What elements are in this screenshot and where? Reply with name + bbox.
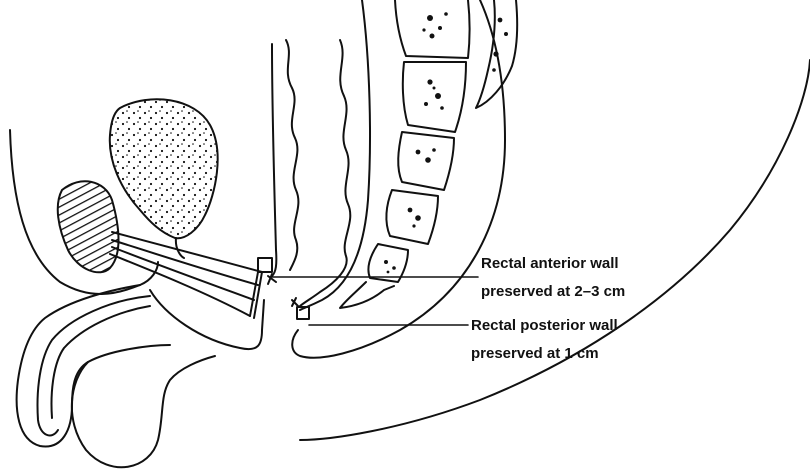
rectum-anterior-wall xyxy=(271,43,278,277)
vertebra-1 xyxy=(394,0,471,59)
urethral-tube-bottom xyxy=(109,253,251,317)
anterior-stump-wall xyxy=(249,271,263,319)
coccyx-tip xyxy=(339,281,395,309)
label-posterior-line2: preserved at 1 cm xyxy=(471,345,599,362)
urethra-penile xyxy=(36,295,151,437)
urethral-tube-top xyxy=(111,231,263,273)
vertebra-3 xyxy=(397,131,455,191)
natal-contour xyxy=(299,59,810,441)
vertebra-5 xyxy=(367,243,409,283)
perineum-contour xyxy=(149,289,265,350)
bladder xyxy=(108,98,219,240)
label-anterior-line2: preserved at 2–3 cm xyxy=(481,283,626,300)
body-contour-front xyxy=(9,129,159,295)
rectum-lumen-back xyxy=(299,39,352,307)
buttock-contour xyxy=(291,0,506,359)
scrotum-outline xyxy=(70,355,216,469)
bladder-neck xyxy=(174,237,185,259)
label-anterior-line1: Rectal anterior wall xyxy=(481,255,619,272)
urethra-penile-inner xyxy=(50,305,151,419)
vertebra-2 xyxy=(401,61,467,133)
vertebra-4 xyxy=(385,189,439,245)
urethral-tube-mid2 xyxy=(111,246,255,301)
rectum-lumen-front xyxy=(285,39,300,271)
label-posterior-line1: Rectal posterior wall xyxy=(471,317,618,334)
anterior-stump-marker xyxy=(257,257,273,273)
posterior-stump-marker xyxy=(296,306,310,320)
rectum-posterior-wall xyxy=(299,0,371,311)
pubic-bone xyxy=(56,180,120,274)
sacrum-posterior-element xyxy=(475,0,519,109)
posterior-stitch xyxy=(291,297,299,307)
label-rectal-posterior-wall: Rectal posterior wall preserved at 1 cm xyxy=(471,312,618,368)
urethral-tube-mid1 xyxy=(111,239,259,286)
penis-outline xyxy=(15,284,171,448)
sacrum-speckles xyxy=(492,17,508,72)
label-rectal-anterior-wall: Rectal anterior wall preserved at 2–3 cm xyxy=(481,250,625,306)
vertebra-speckles xyxy=(384,12,448,274)
